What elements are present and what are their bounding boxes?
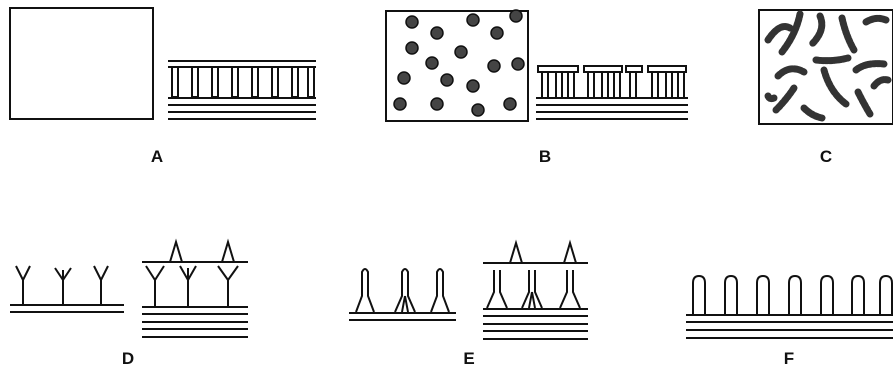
panel-d-y-structures [15, 265, 109, 304]
panel-f-label: F [784, 349, 794, 368]
panel-b-label: B [539, 147, 551, 166]
panel-b-pillars [541, 71, 685, 99]
panel-a-pillars [171, 66, 315, 98]
panel-d-side-view [142, 238, 248, 338]
panel-a-label: A [151, 147, 163, 166]
panel-c-fibers [764, 10, 892, 122]
panel-e [349, 239, 588, 340]
panel-c-top-view [758, 9, 893, 125]
panel-c [758, 9, 893, 125]
panel-c-label: C [820, 147, 832, 166]
panel-b [385, 9, 688, 122]
panel-d [10, 238, 248, 338]
panel-e-label: E [463, 349, 474, 368]
panel-a-top-view [9, 7, 154, 120]
panel-e-spike-structures [355, 268, 450, 313]
panel-d-label: D [122, 349, 134, 368]
panel-f [686, 274, 893, 339]
panel-b-top-view [385, 10, 529, 122]
panel-f-rods [692, 274, 893, 314]
panel-e-side-view [483, 239, 588, 340]
panel-b-particles [393, 9, 525, 117]
panel-a [9, 7, 316, 120]
panel-b-side-view [536, 65, 688, 120]
panel-a-side-view [168, 60, 316, 120]
